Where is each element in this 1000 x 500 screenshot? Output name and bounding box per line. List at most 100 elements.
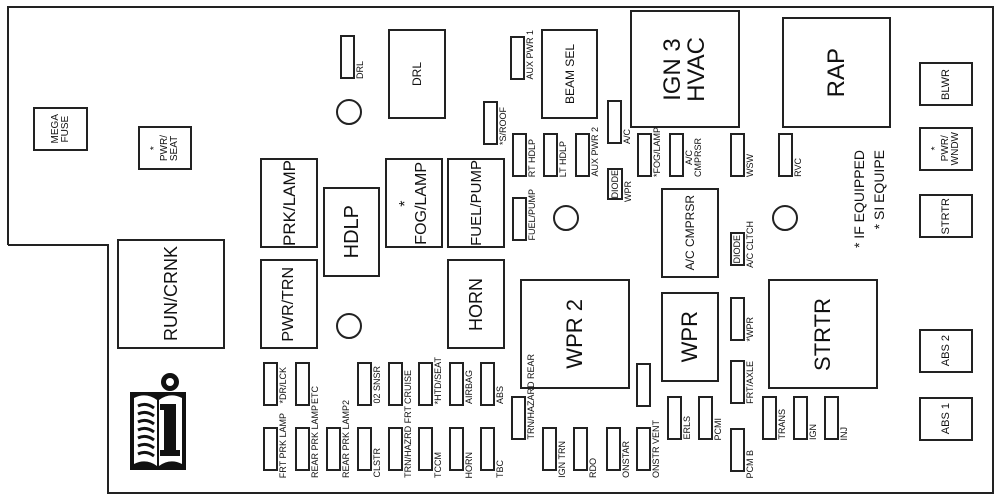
fuse: [637, 133, 652, 177]
fuse-label: ABS: [495, 385, 505, 404]
pwr-seat: * PWR/ SEAT: [138, 126, 192, 170]
fuse-label: CLSTR: [372, 448, 382, 478]
hdlp-relay-label: HDLP: [340, 205, 363, 259]
abs1: ABS 1: [919, 397, 973, 441]
fuse-label: FRT PRK LAMP: [278, 412, 288, 478]
diode-label: DIODE: [732, 234, 742, 264]
fuse-label: REAR PRK LAMP2: [341, 399, 351, 478]
fuse: [326, 427, 341, 471]
fuse: [542, 427, 557, 471]
fuse: [483, 101, 498, 145]
fuse: [418, 427, 433, 471]
blwr-label: BLWR: [939, 68, 952, 100]
fuse: [512, 197, 527, 241]
fuse: [636, 427, 651, 471]
fuse: [388, 427, 403, 471]
pwr-wndw-label: * PWR/ WNDW: [930, 132, 961, 166]
fuse: [636, 363, 651, 407]
rap-relay: RAP: [782, 17, 891, 128]
fuse-label: *S/ROOF: [498, 106, 508, 145]
fuse: [606, 427, 621, 471]
blwr: BLWR: [919, 62, 973, 106]
fuse-label: TRN/HAZARD REAR: [526, 354, 536, 440]
wpr-relay: WPR: [661, 292, 719, 382]
owner-manual-info-icon: [130, 373, 186, 470]
fuse: [824, 396, 839, 440]
fuse-label: LT HDLP: [558, 140, 568, 177]
hdlp-relay: HDLP: [323, 187, 380, 277]
fuse: [512, 133, 527, 177]
fuse: [510, 36, 525, 80]
fuse: [340, 35, 355, 79]
strtr-small: STRTR: [919, 194, 973, 238]
fuse-label: *WPR: [745, 316, 755, 342]
rap-relay-label: RAP: [822, 47, 850, 98]
fuse-label: PCM B: [745, 450, 755, 479]
fuse-label: ONSTR VENT: [651, 419, 661, 478]
fuse: [607, 100, 622, 144]
fuse-label: WSW: [745, 154, 755, 177]
fuse-label: *DR/LCK: [278, 367, 288, 404]
fuse-label: 02 SNSR: [372, 366, 382, 404]
fuse-label: PCMI: [713, 417, 723, 441]
pwr-wndw: * PWR/ WNDW: [919, 127, 973, 171]
fuse-label: RDO: [588, 458, 598, 478]
abs2-label: ABS 2: [939, 335, 952, 367]
ign3-hvac-relay-label: IGN 3 HVAC: [659, 36, 710, 102]
fuse-label: AUX PWR 1: [525, 30, 535, 80]
beam-sel-relay: BEAM SEL: [541, 29, 598, 119]
wpr-relay-label: WPR: [677, 311, 702, 363]
fuse: [449, 427, 464, 471]
fuse-label: IGN: [808, 423, 818, 440]
fuse-label: TBC: [495, 460, 505, 478]
fuse: [667, 396, 682, 440]
pwr-trn-relay: PWR/TRN: [260, 259, 318, 349]
fuse: [263, 427, 278, 471]
fuse-label: RT HDLP: [527, 138, 537, 177]
fuse: [730, 360, 745, 404]
fuel-pump-relay: FUEL/PUMP: [447, 158, 505, 248]
abs1-label: ABS 1: [939, 403, 952, 435]
pwr-seat-label: * PWR/ SEAT: [149, 134, 180, 162]
fuse: [295, 362, 310, 406]
fuse-label: IGN TRN: [557, 441, 567, 478]
fuse-label: TRANS: [777, 409, 787, 440]
fuse: [418, 362, 433, 406]
fuse-label: A/C CMPRSR: [684, 137, 703, 177]
prk-lamp-relay-label: PRK/LAMP: [279, 160, 299, 246]
legend-line-en: * IF EQUIPPED: [851, 150, 867, 249]
diode-label: DIODE: [609, 169, 620, 199]
fuse: [480, 362, 495, 406]
fuse: [778, 133, 793, 177]
horn-relay-label: HORN: [466, 277, 486, 331]
fuse-label: REAR PRK LAMP: [310, 404, 320, 478]
pwr-trn-relay-label: PWR/TRN: [280, 266, 297, 342]
mounting-hole: [772, 205, 798, 231]
diode-caption: A/C CLTCH: [745, 221, 755, 268]
fog-lamp-relay: * FOG/LAMP: [385, 158, 443, 248]
fuse-label: A/C: [622, 128, 632, 144]
fuse-label: *HTD/SEAT: [433, 356, 443, 404]
fuse-label: FUEL/PUMP: [527, 189, 537, 241]
fuse: [793, 396, 808, 440]
legend-line-fr: * SI EQUIPE: [871, 150, 887, 230]
fuse: [511, 396, 526, 440]
fuse: [388, 362, 403, 406]
fuse-label: ERLS: [682, 416, 692, 440]
fuse-label: DRL: [355, 60, 365, 79]
beam-sel-relay-label: BEAM SEL: [562, 43, 577, 105]
ac-cmprsr-relay-label: A/C CMPRSR: [683, 195, 697, 271]
diode-caption: WPR: [623, 181, 633, 202]
fog-lamp-relay-label: * FOG/LAMP: [397, 161, 430, 245]
prk-lamp-relay: PRK/LAMP: [260, 158, 318, 248]
fuse: [357, 427, 372, 471]
ac-cmprsr-relay: A/C CMPRSR: [661, 188, 719, 278]
drl-relay-label: DRL: [410, 61, 424, 86]
fuse-label: RVC: [793, 158, 803, 177]
strtr-relay-label: STRTR: [810, 297, 835, 371]
diode: DIODE: [607, 168, 623, 200]
fuse-label: CRUISE: [403, 369, 413, 404]
fuse: [295, 427, 310, 471]
